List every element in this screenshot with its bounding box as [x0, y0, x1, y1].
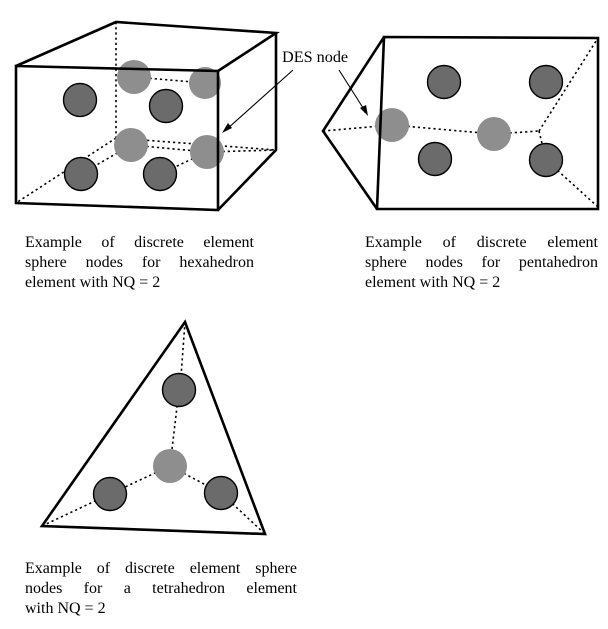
pentahedron-visible-edges	[321, 35, 600, 211]
arrow-head-pentahedron	[360, 105, 368, 116]
hexahedron-element	[14, 20, 280, 212]
hexahedron-front-node	[148, 88, 184, 124]
hexahedron-front-node	[62, 82, 98, 118]
des-node-label: DES node	[282, 48, 348, 66]
pentahedron-back-node	[477, 117, 511, 151]
pentahedron-hidden-edges	[322, 37, 599, 208]
caption-pentahedron-line: sphere nodes for pentahedron	[365, 254, 598, 271]
caption-hexahedron: Example of discrete element sphere nodes…	[25, 233, 254, 293]
pentahedron-front-node	[426, 64, 462, 100]
pentahedron-back-node	[375, 108, 409, 142]
caption-hexahedron-line: Example of discrete element	[25, 234, 254, 251]
caption-hexahedron-line: sphere nodes for hexahedron	[25, 254, 254, 271]
caption-tetrahedron-line: with NQ = 2	[25, 600, 106, 617]
caption-tetrahedron-line: nodes for a tetrahedron element	[25, 580, 297, 597]
pentahedron-front-node	[417, 141, 453, 177]
caption-pentahedron: Example of discrete element sphere nodes…	[365, 233, 598, 293]
caption-hexahedron-line: element with NQ = 2	[25, 274, 161, 291]
caption-pentahedron-line: Example of discrete element	[365, 234, 598, 251]
hexahedron-back-node	[189, 67, 221, 99]
hexahedron-front-node	[63, 156, 99, 192]
arrow-head-hexahedron	[222, 123, 232, 133]
hexahedron-hidden-edges	[15, 22, 277, 204]
tetrahedron-front-node	[203, 475, 239, 511]
des-node-annotation: DES node	[222, 48, 368, 133]
arrow-to-hexahedron	[226, 69, 294, 130]
pentahedron-front-node	[528, 64, 564, 100]
hexahedron-visible-edges	[14, 20, 280, 212]
tetrahedron-visible-edges	[39, 319, 267, 536]
hexahedron-front-node	[142, 156, 178, 192]
tetrahedron-back-node	[153, 449, 187, 483]
tetrahedron-hidden-edges	[41, 321, 266, 535]
tetrahedron-front-node	[92, 476, 128, 512]
caption-pentahedron-line: element with NQ = 2	[365, 274, 501, 291]
caption-tetrahedron-line: Example of discrete element sphere	[25, 560, 297, 577]
pentahedron-front-node	[528, 142, 564, 178]
hexahedron-back-node	[190, 135, 224, 169]
hexahedron-back-node	[117, 60, 151, 94]
tetrahedron-element	[39, 319, 267, 536]
pentahedron-element	[321, 35, 600, 211]
caption-tetrahedron: Example of discrete element sphere nodes…	[25, 559, 297, 619]
hexahedron-back-node	[114, 128, 148, 162]
tetrahedron-front-node	[161, 372, 197, 408]
arrow-to-pentahedron	[338, 69, 366, 112]
